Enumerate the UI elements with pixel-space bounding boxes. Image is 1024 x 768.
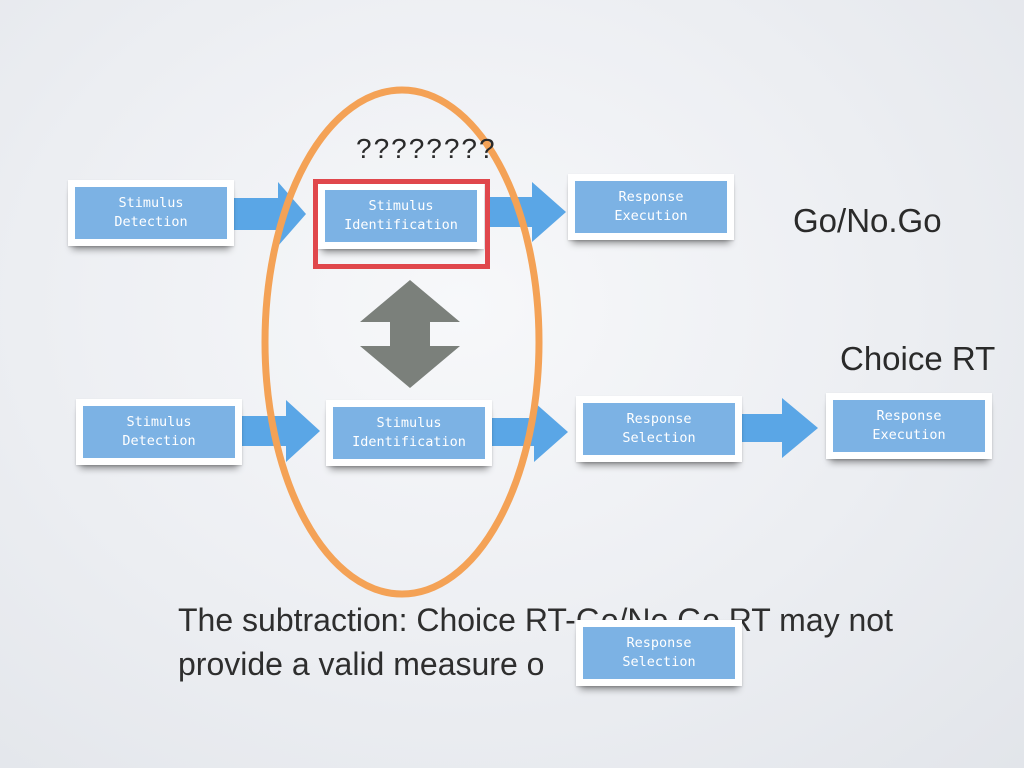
arrow-bottom-1 <box>240 400 320 462</box>
top-stimulus-identification-label: Stimulus Identification <box>325 190 477 242</box>
bottom-stimulus-identification-box: Stimulus Identification <box>326 400 492 466</box>
top-stimulus-detection-box: Stimulus Detection <box>68 180 234 246</box>
arrow-bottom-3 <box>740 398 818 458</box>
highlight-rectangle <box>313 179 490 269</box>
bottom-stimulus-detection-box: Stimulus Detection <box>76 399 242 465</box>
top-response-execution-label: Response Execution <box>575 181 727 233</box>
top-response-execution-box: Response Execution <box>568 174 734 240</box>
bottom-response-selection-label: Response Selection <box>583 403 735 455</box>
bottom-stimulus-detection-label: Stimulus Detection <box>83 406 235 458</box>
bottom-response-selection-box: Response Selection <box>576 396 742 462</box>
overlay-response-selection-box: Response Selection <box>576 620 742 686</box>
bottom-response-execution-box: Response Execution <box>826 393 992 459</box>
top-stimulus-identification-box: Stimulus Identification <box>318 183 484 249</box>
top-stimulus-detection-label: Stimulus Detection <box>75 187 227 239</box>
go-nogo-label: Go/No.Go <box>793 202 942 239</box>
bottom-stimulus-identification-label: Stimulus Identification <box>333 407 485 459</box>
choice-rt-label: Choice RT <box>840 340 996 377</box>
arrow-top-2 <box>486 182 566 242</box>
double-arrow-icon <box>360 280 460 388</box>
overlay-response-selection-label: Response Selection <box>583 627 735 679</box>
caption-text: The subtraction: Choice RT-Go/No.Go RT m… <box>178 602 893 682</box>
question-marks-label: ???????? <box>356 133 497 164</box>
highlight-ellipse <box>261 86 543 598</box>
bottom-response-execution-label: Response Execution <box>833 400 985 452</box>
